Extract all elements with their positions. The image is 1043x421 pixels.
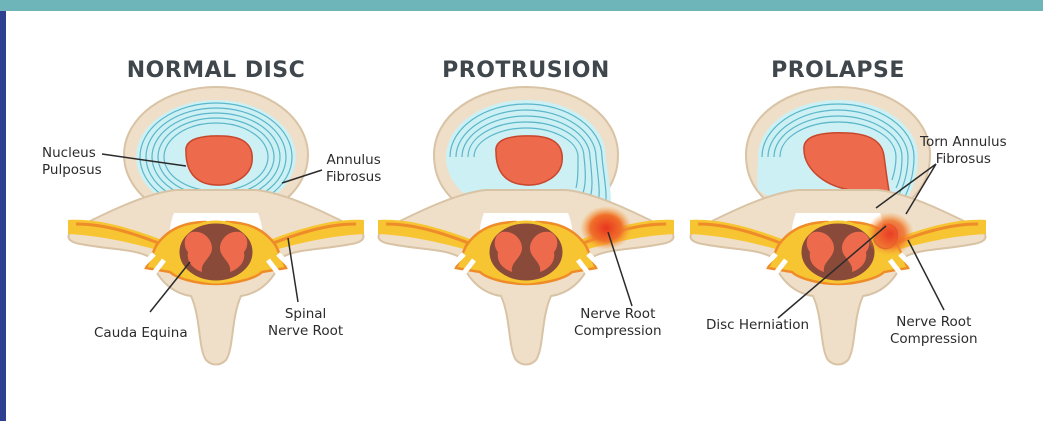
label-disc-herniation: Disc Herniation xyxy=(706,317,809,334)
label-nerve-root-compression-protrusion: Nerve Root Compression xyxy=(574,306,662,340)
label-cauda-equina: Cauda Equina xyxy=(94,325,188,342)
label-spinal-nerve-root: Spinal Nerve Root xyxy=(268,306,343,340)
nucleus-pulposus xyxy=(186,136,252,185)
title-prolapse: PROLAPSE xyxy=(688,58,988,83)
label-nucleus-pulposus: Nucleus Pulposus xyxy=(42,145,102,179)
title-normal-disc: NORMAL DISC xyxy=(66,58,366,83)
label-torn-annulus-fibrosus: Torn Annulus Fibrosus xyxy=(920,134,1007,168)
title-protrusion: PROTRUSION xyxy=(376,58,676,83)
compression-highlight xyxy=(580,206,632,250)
label-nerve-root-compression-prolapse: Nerve Root Compression xyxy=(890,314,978,348)
label-annulus-fibrosus: Annulus Fibrosus xyxy=(326,152,381,186)
